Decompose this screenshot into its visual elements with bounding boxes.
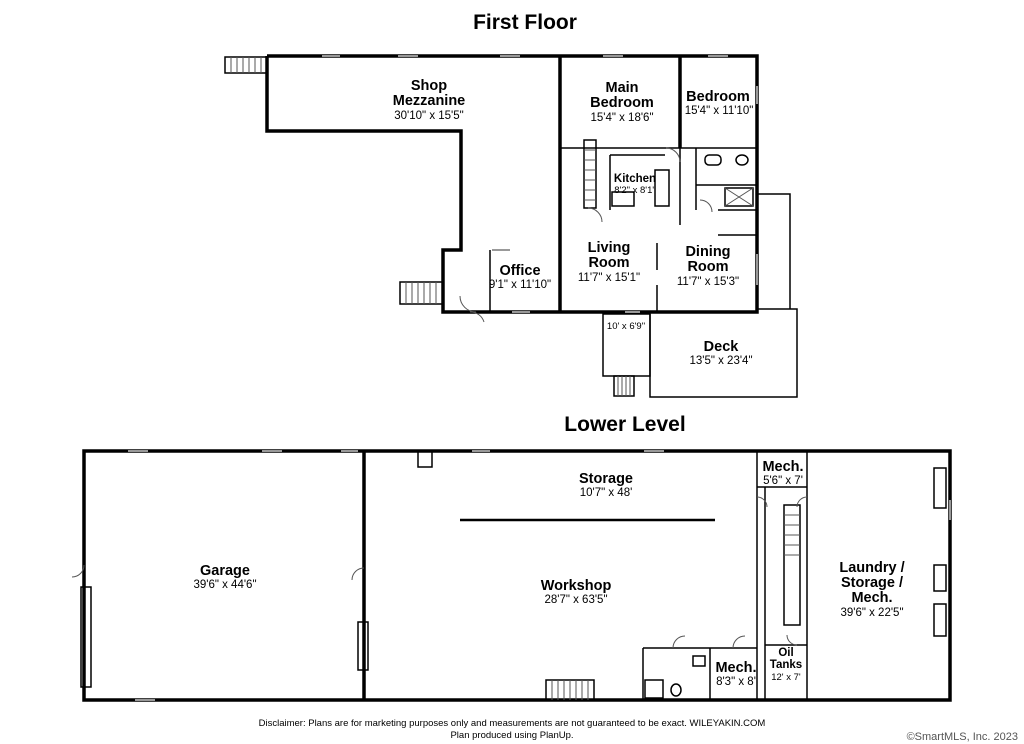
copyright-watermark: ©SmartMLS, Inc. 2023: [907, 731, 1018, 743]
shower-icon: [724, 187, 754, 207]
bedroom-dims: 15'4" x 11'10": [685, 105, 754, 117]
deck-dims: 13'5" x 23'4": [689, 355, 752, 367]
living-room-dims: 11'7" x 15'1": [578, 272, 640, 284]
toilet-icon: [670, 683, 682, 697]
storage-label: Storage: [579, 471, 633, 487]
living-room-label-1: Living: [588, 240, 631, 256]
sink-icon: [692, 655, 706, 667]
mech-top-dims: 5'6" x 7': [763, 475, 803, 487]
disclaimer-line-2: Plan produced using PlanUp.: [450, 730, 573, 741]
porch-dims: 10' x 6'9": [607, 321, 645, 332]
storage-stair: [417, 450, 433, 468]
counter-icon: [933, 467, 947, 509]
main-bedroom-label-1: Main: [605, 80, 638, 96]
oil-tanks-dims: 12' x 7': [771, 672, 801, 683]
shower-icon: [644, 679, 664, 699]
dining-room-label-1: Dining: [685, 244, 730, 260]
lower-level-plan: [71, 449, 952, 702]
workshop-label: Workshop: [541, 578, 612, 594]
garage-door: [80, 586, 92, 688]
toilet-icon: [735, 154, 749, 166]
dining-room-dims: 11'7" x 15'3": [677, 276, 739, 288]
dryer-icon: [933, 603, 947, 637]
door-swing: [665, 147, 681, 163]
kitchen-label: Kitchen: [614, 173, 656, 185]
laundry-label-2: Storage /: [841, 575, 903, 591]
stair-treads: [584, 149, 596, 201]
door-swing: [796, 496, 808, 508]
deck-label: Deck: [704, 339, 740, 355]
exterior-stair-office: [399, 281, 444, 305]
mech-bottom-dims: 8'3" x 8': [716, 676, 756, 688]
laundry-label-1: Laundry /: [839, 560, 904, 576]
door-swing: [71, 564, 85, 578]
lower-stair: [783, 504, 801, 626]
door-swing: [459, 295, 477, 313]
door-swing: [351, 567, 365, 581]
lower-level-title: Lower Level: [564, 413, 685, 436]
door-swing: [469, 311, 485, 323]
door-swing: [672, 635, 686, 649]
mech-top-label: Mech.: [762, 459, 803, 475]
garage-dims: 39'6" x 44'6": [193, 579, 256, 591]
first-floor-plan: [224, 54, 798, 398]
washer-icon: [933, 564, 947, 592]
oil-tanks-label-2: Tanks: [770, 659, 802, 671]
garage-label: Garage: [200, 563, 250, 579]
shop-mezzanine-label-2: Mezzanine: [393, 93, 466, 109]
door-swing: [756, 496, 768, 508]
stove-icon: [654, 169, 670, 207]
living-room-label-2: Room: [588, 255, 629, 271]
door-swing: [732, 635, 746, 649]
kitchen-dims: 8'2" x 8'1": [614, 185, 656, 196]
mech-bottom-label: Mech.: [715, 660, 756, 676]
storage-dims: 10'7" x 48': [580, 487, 633, 499]
garage-interior-door: [357, 621, 369, 671]
oil-tanks-label-1: Oil: [778, 647, 793, 659]
lower-level-exterior-wall: [82, 449, 952, 702]
sink-icon: [704, 154, 722, 166]
counter-icon: [611, 191, 635, 207]
shop-mezzanine-label-1: Shop: [411, 78, 447, 94]
door-swing: [587, 207, 603, 223]
main-bedroom-dims: 15'4" x 18'6": [590, 112, 653, 124]
office-label: Office: [499, 263, 540, 279]
deck-rail: [757, 193, 791, 309]
first-floor-title: First Floor: [473, 11, 577, 34]
shop-mezzanine-dims: 30'10" x 15'5": [394, 110, 463, 122]
bedroom-label: Bedroom: [686, 89, 750, 105]
exterior-stair-top: [224, 56, 268, 74]
main-bedroom-label-2: Bedroom: [590, 95, 654, 111]
laundry-dims: 39'6" x 22'5": [840, 607, 903, 619]
door-swing: [699, 199, 713, 213]
dining-room-label-2: Room: [687, 259, 728, 275]
deck-steps: [613, 375, 635, 397]
first-floor-exterior-wall: [265, 54, 759, 314]
disclaimer-line-1: Disclaimer: Plans are for marketing purp…: [259, 718, 766, 729]
office-dims: 9'1" x 11'10": [489, 279, 551, 291]
workshop-dims: 28'7" x 63'5": [544, 594, 607, 606]
deck-outline: [649, 308, 798, 398]
laundry-label-3: Mech.: [851, 590, 892, 606]
door-swing: [786, 634, 798, 646]
